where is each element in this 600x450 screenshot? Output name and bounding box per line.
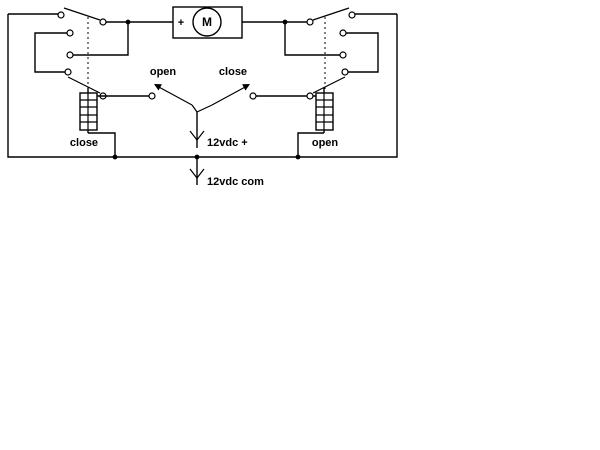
outer-frame bbox=[7, 13, 398, 158]
right-contact-common bbox=[306, 18, 314, 26]
left-contact-blade bbox=[67, 76, 101, 94]
right-contact-blade bbox=[312, 76, 346, 94]
left-contact-terminal bbox=[57, 11, 65, 19]
close-button-label: close bbox=[219, 66, 247, 78]
right-relay-contacts bbox=[282, 7, 379, 100]
supply-positive-label: 12vdc + bbox=[207, 137, 248, 149]
junction-dot bbox=[282, 19, 288, 25]
motor-polarity-plus: + bbox=[178, 17, 184, 29]
right-coil-label: open bbox=[312, 137, 339, 149]
left-coil: close bbox=[70, 88, 118, 160]
junction-dot bbox=[112, 154, 118, 160]
motor-symbol: M + bbox=[106, 6, 307, 39]
supply-common-label: 12vdc com bbox=[207, 176, 264, 188]
left-relay-contacts bbox=[34, 7, 131, 100]
open-button-blade bbox=[156, 85, 193, 106]
left-contact-terminal bbox=[66, 29, 74, 37]
right-contact-terminal bbox=[341, 68, 349, 76]
connector-fork bbox=[189, 130, 205, 141]
left-contact-terminal bbox=[64, 68, 72, 76]
right-contact-blade bbox=[312, 7, 350, 21]
left-contact-blade bbox=[63, 7, 101, 21]
open-button-label: open bbox=[150, 66, 177, 78]
right-contact-terminal bbox=[339, 29, 347, 37]
close-button-blade bbox=[211, 85, 248, 106]
right-contact-common bbox=[306, 92, 314, 100]
left-contact-terminal bbox=[66, 51, 74, 59]
connector-fork bbox=[189, 168, 205, 179]
open-pushbutton: open bbox=[97, 66, 198, 113]
motor-label: M bbox=[202, 15, 212, 29]
right-contact-terminal bbox=[339, 51, 347, 59]
junction-dot bbox=[125, 19, 131, 25]
open-button-terminal bbox=[148, 92, 156, 100]
junction-dot bbox=[295, 154, 301, 160]
left-contact-common bbox=[99, 18, 107, 26]
close-pushbutton: close bbox=[196, 66, 316, 113]
close-button-arrow bbox=[242, 84, 250, 91]
left-coil-label: close bbox=[70, 137, 98, 149]
open-button-arrow bbox=[154, 84, 162, 91]
supply-common-connector: 12vdc com bbox=[189, 154, 264, 188]
supply-positive-connector: 12vdc + bbox=[189, 112, 248, 149]
right-contact-terminal bbox=[348, 11, 356, 19]
close-button-terminal bbox=[249, 92, 257, 100]
right-coil: open bbox=[295, 88, 339, 160]
